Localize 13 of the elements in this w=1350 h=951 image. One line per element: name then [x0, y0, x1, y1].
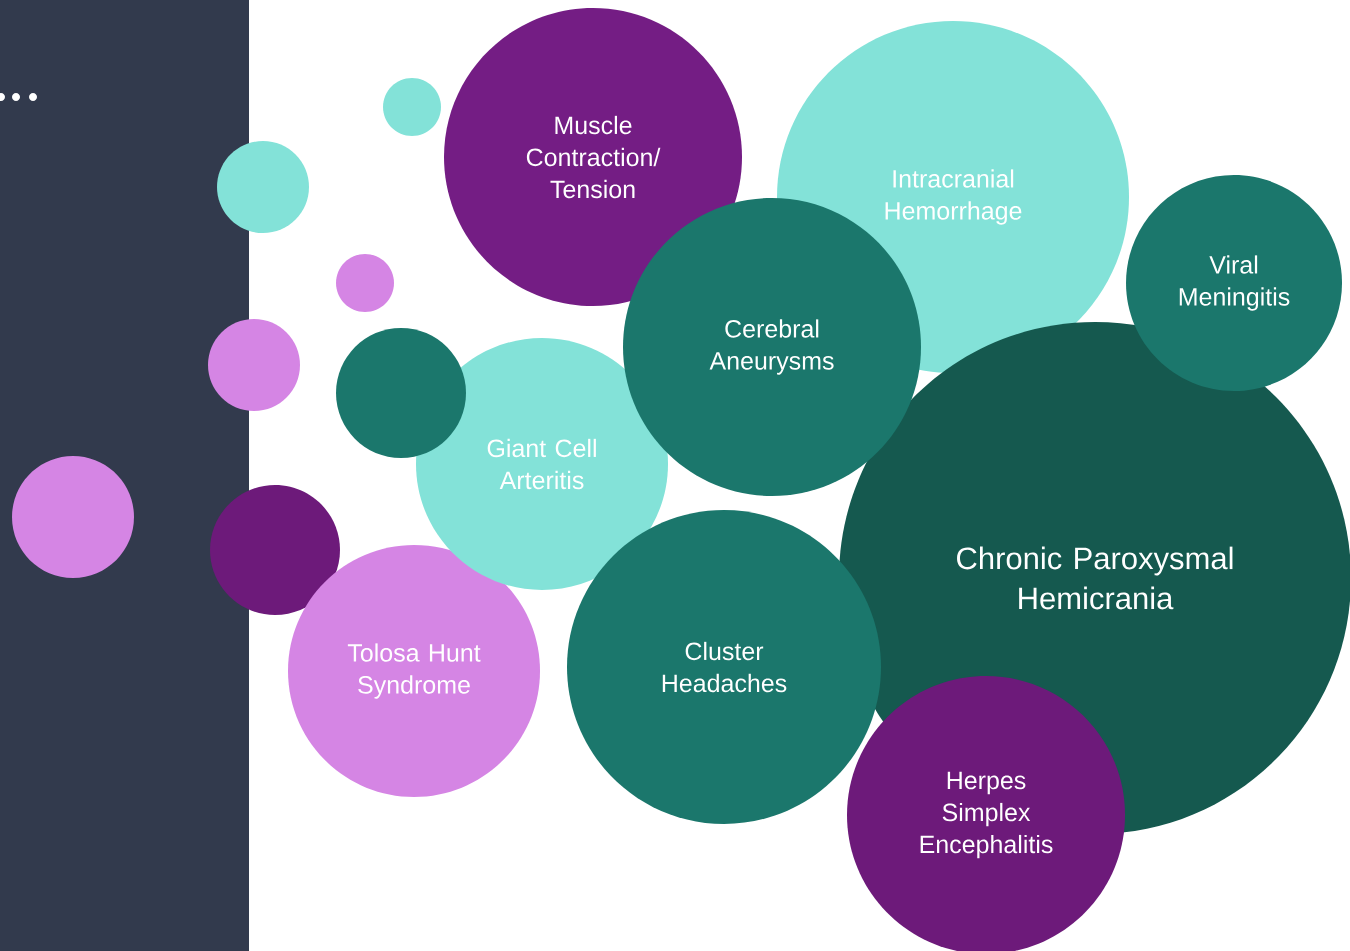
bubble	[336, 254, 394, 312]
bubble: Tolosa Hunt Syndrome	[288, 545, 540, 797]
bubble: Herpes Simplex Encephalitis	[847, 676, 1125, 951]
bubble	[336, 328, 466, 458]
bubble	[217, 141, 309, 233]
bubble	[383, 78, 441, 136]
bubble: Cluster Headaches	[567, 510, 881, 824]
bubble	[210, 485, 340, 615]
bubble: Giant Cell Arteritis	[416, 338, 668, 590]
bubble	[208, 319, 300, 411]
bubble: Muscle Contraction/ Tension	[444, 8, 742, 306]
bubble: Viral Meningitis	[1126, 175, 1342, 391]
bubble	[12, 456, 134, 578]
